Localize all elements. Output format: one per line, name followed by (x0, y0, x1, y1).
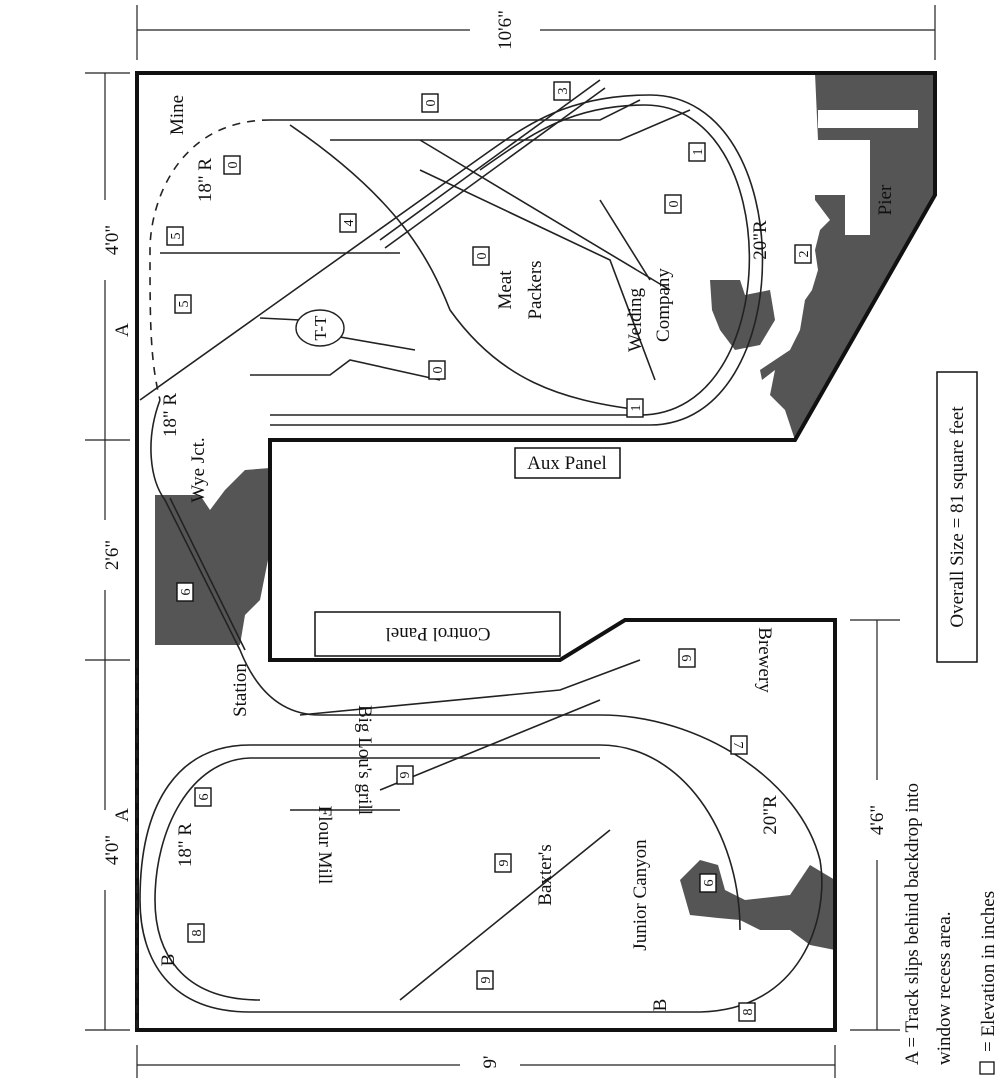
label-packers: Packers (525, 260, 546, 319)
elevation-value: 1 (629, 405, 644, 412)
label-radius: 20"R (760, 795, 781, 835)
elevation-markers: 0 3 0 1 5 4 0 0 5 2 0 1 6 6 7 6 6 9 6 8 … (166, 81, 812, 1022)
label-turntable: T-T (311, 315, 330, 340)
elevation-value: 5 (177, 301, 192, 308)
dim-left-mid: 2'6" (102, 540, 123, 570)
label-a: A (112, 323, 133, 337)
label-pier: Pier (875, 184, 896, 215)
label-station: Station (230, 663, 251, 717)
elevation-box-symbol (979, 1061, 995, 1075)
overall-size: Overall Size = 81 square feet (947, 406, 968, 628)
elevation-value: 0 (226, 162, 241, 169)
label-mine: Mine (167, 95, 188, 135)
elevation-value: 1 (691, 149, 706, 156)
elevation-value: 0 (431, 367, 446, 374)
track-lines (136, 79, 823, 1030)
legend-a-note-cont: window recess area. (934, 911, 955, 1065)
elevation-value: 6 (197, 794, 212, 801)
control-panel-label: Control Panel (385, 623, 490, 644)
aux-panel (514, 447, 621, 479)
label-a: A (112, 808, 133, 822)
elevation-value: 5 (169, 233, 184, 240)
dim-width: 10'6" (495, 10, 516, 50)
legend: Overall Size = 81 square feet A = Track … (902, 371, 998, 1075)
label-baxters: Baxter's (535, 844, 556, 905)
label-wye: Wye Jct. (188, 437, 209, 502)
dimension-lines (85, 5, 936, 1078)
elevation-value: 6 (678, 655, 693, 662)
control-panel (314, 611, 561, 657)
elevation-value: 4 (342, 220, 357, 227)
label-radius: 20"R (750, 220, 771, 260)
overall-size-box (936, 371, 978, 663)
elevation-value: 0 (667, 201, 682, 208)
label-radius: 18" R (175, 823, 196, 868)
label-flour-mill: Flour Mill (314, 806, 335, 885)
label-radius: 18" R (195, 158, 216, 203)
dim-left-bottom: 4'0" (102, 835, 123, 865)
label-radius: 18" R (160, 393, 181, 438)
elevation-value: 9 (497, 860, 512, 867)
elevation-value: 0 (475, 253, 490, 260)
dim-right-lower: 4'6" (867, 805, 888, 835)
elevation-value: 6 (702, 880, 717, 887)
label-company: Company (653, 268, 674, 342)
elevation-value: 2 (797, 251, 812, 258)
legend-elevation-note: = Elevation in inches (978, 891, 998, 1052)
elevation-value: 9 (479, 977, 494, 984)
label-b: B (158, 954, 179, 967)
elevation-value: 0 (424, 100, 439, 107)
elevation-value: 3 (556, 88, 571, 95)
elevation-value: 7 (730, 742, 745, 749)
elevation-value: 6 (396, 772, 411, 779)
aux-panel-label: Aux Panel (527, 453, 607, 474)
label-junior-canyon: Junior Canyon (630, 839, 651, 951)
label-b: B (650, 999, 671, 1012)
elevation-value: 8 (190, 930, 205, 937)
label-brewery: Brewery (754, 627, 775, 693)
dim-height: 9' (480, 1056, 501, 1069)
layout-outline (135, 71, 937, 1032)
place-labels: Mine 18" R Meat Packers Welding Company … (112, 95, 896, 1011)
elevation-value: 6 (179, 589, 194, 596)
elevation-value: 8 (741, 1009, 756, 1016)
label-big-lous-grill: Big Lou's grill (354, 705, 375, 815)
dim-left-top: 4'0" (102, 225, 123, 255)
label-meat: Meat (495, 270, 516, 310)
label-welding: Welding (625, 288, 646, 352)
legend-a-note: A = Track slips behind backdrop into (902, 783, 923, 1065)
